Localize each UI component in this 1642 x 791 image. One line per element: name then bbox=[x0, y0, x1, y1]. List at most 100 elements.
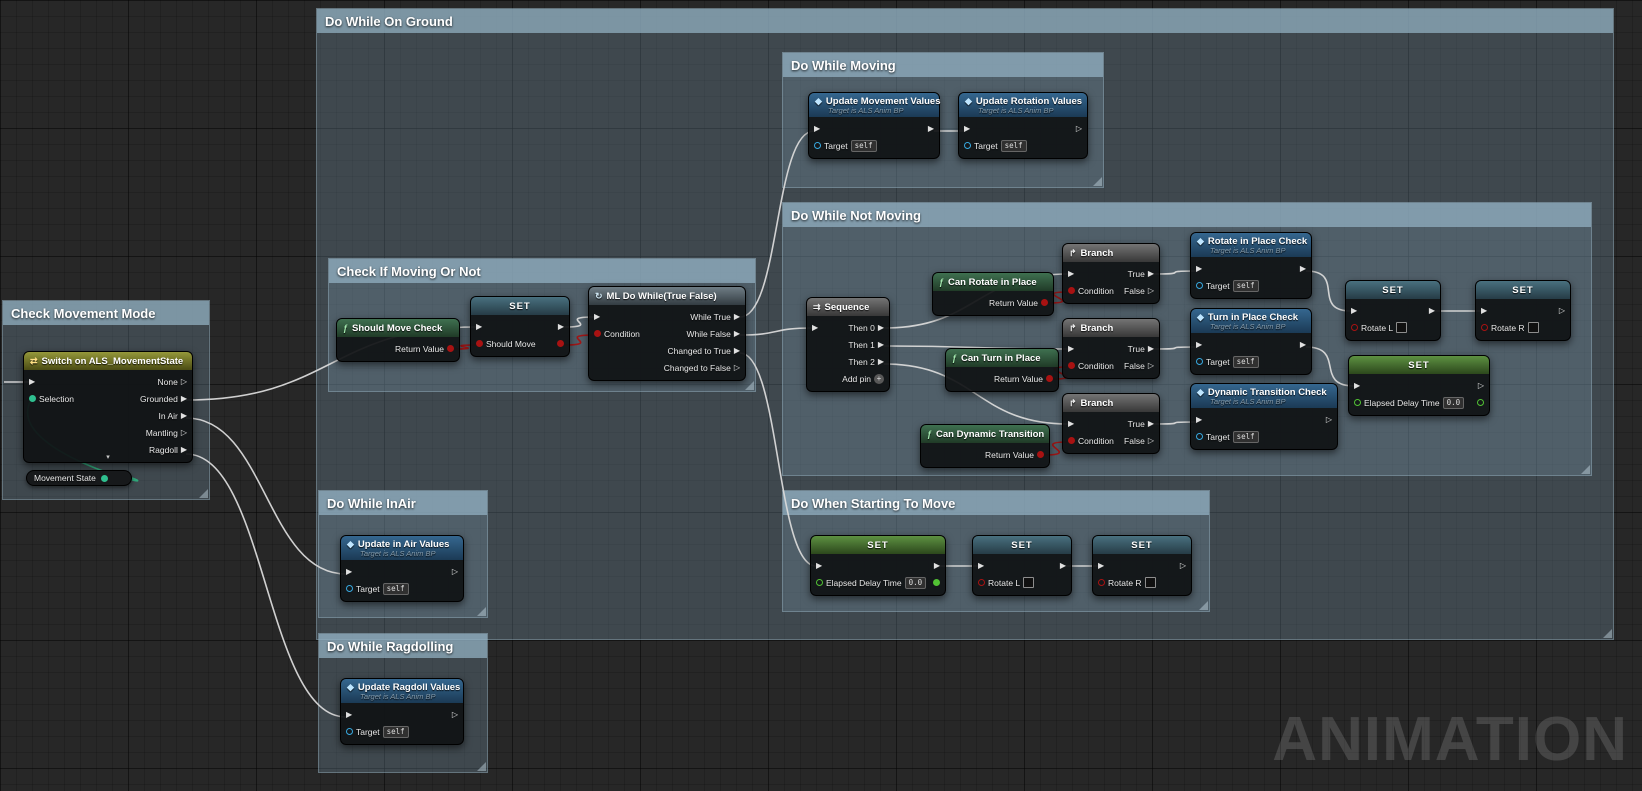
exec-pin[interactable]: ▷ bbox=[180, 427, 187, 437]
checkbox[interactable] bbox=[1527, 322, 1539, 333]
set-rotate-l[interactable]: SET▶▶Rotate L bbox=[1345, 280, 1441, 341]
exec-pin[interactable]: ▶ bbox=[346, 566, 353, 576]
bool-pin[interactable] bbox=[476, 340, 483, 347]
checkbox[interactable] bbox=[1396, 322, 1408, 333]
exec-pin[interactable]: ▶ bbox=[1147, 343, 1154, 353]
exec-pin[interactable]: ▶ bbox=[1196, 414, 1203, 424]
node-header[interactable]: ↻ML Do While(True False) bbox=[589, 287, 745, 305]
exec-pin[interactable]: ▶ bbox=[476, 321, 483, 331]
bool-pin[interactable] bbox=[447, 345, 454, 352]
exec-pin[interactable]: ▶ bbox=[1351, 305, 1358, 315]
node-header[interactable]: ↱Branch bbox=[1063, 244, 1159, 262]
exec-pin[interactable]: ▶ bbox=[1299, 263, 1306, 273]
exec-pin[interactable]: ▶ bbox=[557, 321, 564, 331]
node-header[interactable]: ↱Branch bbox=[1063, 319, 1159, 337]
exec-pin[interactable]: ▶ bbox=[1068, 343, 1075, 353]
enum-pin[interactable] bbox=[29, 395, 36, 402]
float-pin[interactable] bbox=[1477, 399, 1484, 406]
exec-pin[interactable]: ▶ bbox=[1068, 268, 1075, 278]
checkbox[interactable] bbox=[1023, 577, 1035, 588]
bool-pin[interactable] bbox=[1068, 437, 1075, 444]
object-pin[interactable] bbox=[814, 142, 821, 149]
exec-pin[interactable]: ▷ bbox=[180, 376, 187, 386]
exec-pin[interactable]: ▶ bbox=[978, 560, 985, 570]
value-field[interactable]: 0.0 bbox=[904, 576, 927, 589]
exec-pin[interactable]: ▶ bbox=[1481, 305, 1488, 315]
self-field[interactable]: self bbox=[382, 582, 409, 595]
exec-pin[interactable]: ▶ bbox=[1354, 380, 1361, 390]
add-pin-icon[interactable]: + bbox=[874, 373, 884, 384]
node-header[interactable]: SET bbox=[1093, 536, 1191, 554]
bool-pin[interactable] bbox=[1351, 324, 1358, 331]
node-header[interactable]: SET bbox=[1346, 281, 1440, 299]
float-pin[interactable] bbox=[1354, 399, 1361, 406]
exec-pin[interactable]: ▶ bbox=[964, 123, 971, 133]
bool-pin[interactable] bbox=[1037, 451, 1044, 458]
node-header[interactable]: SET bbox=[471, 297, 569, 315]
object-pin[interactable] bbox=[346, 585, 353, 592]
bool-pin[interactable] bbox=[978, 579, 985, 586]
exec-pin[interactable]: ▷ bbox=[1147, 285, 1154, 295]
node-header[interactable]: SET bbox=[811, 536, 945, 554]
self-field[interactable]: self bbox=[382, 725, 409, 738]
exec-pin[interactable]: ▶ bbox=[812, 322, 819, 332]
set-rotate-r[interactable]: SET▶▷Rotate R bbox=[1475, 280, 1571, 341]
exec-pin[interactable]: ▶ bbox=[1147, 268, 1154, 278]
exec-pin[interactable]: ▶ bbox=[1068, 418, 1075, 428]
set-should-move[interactable]: SET▶▶Should Move bbox=[470, 296, 570, 357]
exec-pin[interactable]: ▶ bbox=[927, 123, 934, 133]
comment-header-do-while-moving[interactable]: Do While Moving bbox=[783, 53, 1103, 77]
sequence[interactable]: ⇉Sequence▶Then 0▶Then 1▶Then 2▶Add pin+ bbox=[806, 297, 890, 392]
float-pin[interactable] bbox=[933, 579, 940, 586]
exec-pin[interactable]: ▷ bbox=[1477, 380, 1484, 390]
comment-header-do-while-on-ground[interactable]: Do While On Ground bbox=[317, 9, 1613, 33]
object-pin[interactable] bbox=[964, 142, 971, 149]
bool-pin[interactable] bbox=[1098, 579, 1105, 586]
comment-header-do-while-inair[interactable]: Do While InAir bbox=[319, 491, 487, 515]
float-pin[interactable] bbox=[816, 579, 823, 586]
value-field[interactable]: 0.0 bbox=[1442, 396, 1465, 409]
comment-header-check-if-moving-or-not[interactable]: Check If Moving Or Not bbox=[329, 259, 755, 283]
bool-pin[interactable] bbox=[1068, 287, 1075, 294]
self-field[interactable]: self bbox=[1232, 355, 1259, 368]
node-header[interactable]: SET bbox=[1349, 356, 1489, 374]
object-pin[interactable] bbox=[1196, 358, 1203, 365]
bool-pin[interactable] bbox=[1068, 362, 1075, 369]
exec-pin[interactable]: ▶ bbox=[933, 560, 940, 570]
exec-pin[interactable]: ▶ bbox=[1196, 263, 1203, 273]
node-header[interactable]: ⇉Sequence bbox=[807, 298, 889, 316]
self-field[interactable]: self bbox=[1232, 279, 1259, 292]
exec-pin[interactable]: ▷ bbox=[1147, 435, 1154, 445]
exec-pin[interactable]: ▶ bbox=[733, 345, 740, 355]
movement-state-pill[interactable]: Movement State bbox=[26, 470, 132, 486]
exec-pin[interactable]: ▶ bbox=[1059, 560, 1066, 570]
exec-pin[interactable]: ▷ bbox=[1075, 123, 1082, 133]
exec-pin[interactable]: ▷ bbox=[1558, 305, 1565, 315]
node-header[interactable]: SET bbox=[1476, 281, 1570, 299]
self-field[interactable]: self bbox=[1232, 430, 1259, 443]
exec-pin[interactable]: ▷ bbox=[733, 362, 740, 372]
self-field[interactable]: self bbox=[850, 139, 877, 152]
exec-pin[interactable]: ▶ bbox=[877, 356, 884, 366]
